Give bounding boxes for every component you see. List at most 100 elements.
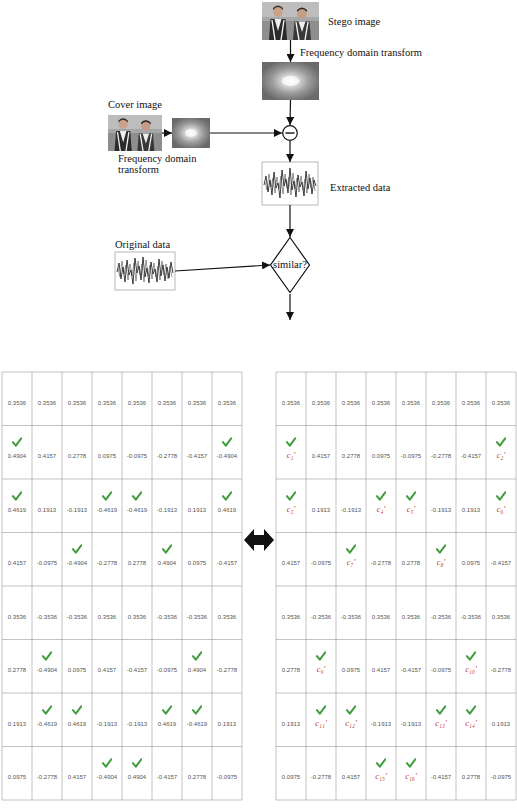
coefficient-symbol: c₁₂' (336, 719, 366, 728)
table-cell: -0.3536 (152, 613, 182, 621)
table-cell: -0.0975 (306, 559, 336, 567)
table-cell: -0.4157 (396, 666, 426, 674)
flow-arrow (175, 265, 270, 271)
table-cell: -0.4619 (92, 506, 122, 514)
table-cell: -0.0975 (152, 666, 182, 674)
table-cell: 0.4904 (122, 773, 152, 781)
minus-symbol (286, 132, 295, 133)
output-arrow (289, 294, 290, 320)
table-cell: -0.3536 (426, 613, 456, 621)
table-cell: 0.3536 (122, 399, 152, 407)
table-cell: -0.1913 (426, 506, 456, 514)
table-cell: -0.2778 (152, 452, 182, 460)
table-cell: 0.2778 (336, 452, 366, 460)
table-cell: 0.4157 (336, 773, 366, 781)
table-cell: 0.4157 (62, 773, 92, 781)
table-cell: 0.3536 (456, 399, 486, 407)
coefficient-symbol: c₄' (366, 505, 396, 514)
coefficient-symbol: c₁₃' (426, 719, 456, 728)
table-cell: -0.4157 (122, 666, 152, 674)
table-cell: -0.4619 (32, 720, 62, 728)
table-cell: 0.1913 (182, 506, 212, 514)
table-cell: 0.3536 (92, 613, 122, 621)
flow-arrow (289, 141, 290, 162)
table-cell: 0.0975 (62, 666, 92, 674)
table-cell: 0.4904 (152, 559, 182, 567)
table-cell: 0.3536 (396, 399, 426, 407)
spectrum-picture (172, 118, 210, 148)
table-cell: -0.4157 (152, 773, 182, 781)
table-cell: 0.0975 (276, 773, 306, 781)
table-cell: 0.3536 (396, 613, 426, 621)
flow-arrow (290, 40, 291, 62)
spectrum-image (172, 118, 210, 148)
coefficient-symbol: c₁₀' (456, 665, 486, 674)
table-cell: 0.0975 (336, 666, 366, 674)
table-cell: 0.4157 (2, 559, 32, 567)
table-cell: 0.3536 (306, 399, 336, 407)
table-cell: 0.0975 (456, 559, 486, 567)
extracted-waveform (262, 162, 318, 205)
flow-arrow (289, 100, 291, 125)
table-cell: 0.4157 (366, 666, 396, 674)
table-cell: -0.4904 (62, 559, 92, 567)
check-marks (13, 438, 505, 766)
coefficient-symbol: c₈' (426, 558, 456, 567)
table-cell: 0.4157 (276, 559, 306, 567)
table-cell: -0.3536 (336, 613, 366, 621)
spectrum-image (262, 62, 319, 100)
table-cell: -0.0975 (32, 559, 62, 567)
table-cell: -0.1913 (336, 506, 366, 514)
table-cell: -0.1913 (396, 720, 426, 728)
table-cell: 0.3536 (62, 399, 92, 407)
table-cell: -0.4619 (122, 506, 152, 514)
table-cell: -0.2778 (486, 666, 516, 674)
table-cell: 0.3536 (2, 399, 32, 407)
table-cell: -0.3536 (456, 613, 486, 621)
table-cell: -0.2778 (32, 773, 62, 781)
circle-outline (282, 125, 298, 141)
coefficient-symbol: c₁' (276, 451, 306, 460)
node-label: similar? (260, 259, 320, 270)
table-cell: -0.0975 (212, 773, 242, 781)
table-grid (2, 372, 242, 800)
coefficient-symbol: c₁₄' (456, 719, 486, 728)
original-waveform (115, 252, 175, 290)
spectrum-picture (262, 62, 319, 100)
flow-arrow (289, 205, 290, 237)
table-cell: -0.4157 (426, 773, 456, 781)
decision-diamond: similar? (270, 237, 310, 293)
table-cell: -0.0975 (486, 773, 516, 781)
table-cell: 0.3536 (486, 613, 516, 621)
coefficient-symbol: c₂' (486, 451, 516, 460)
coefficient-symbol: c₁₆' (396, 772, 426, 781)
table-cell: 0.4157 (32, 452, 62, 460)
subtract-circle (283, 126, 298, 141)
table-cell: 0.3536 (2, 613, 32, 621)
cover-image: Cover image (108, 114, 162, 152)
table-cell: 0.3536 (122, 613, 152, 621)
table-cell: 0.3536 (212, 613, 242, 621)
table-cell: 0.2778 (182, 773, 212, 781)
table-cell: -0.2778 (306, 773, 336, 781)
table-cell: 0.4619 (152, 720, 182, 728)
table-cell: 0.3536 (486, 399, 516, 407)
table-cell: 0.2778 (122, 559, 152, 567)
coefficient-symbol: c₅' (396, 505, 426, 514)
table-cell: 0.3536 (366, 613, 396, 621)
data-plot: Original data (115, 252, 175, 290)
table-cell: 0.4157 (306, 452, 336, 460)
table-cell: 0.0975 (366, 452, 396, 460)
table-cell: 0.1913 (306, 506, 336, 514)
table-cell: -0.2778 (92, 559, 122, 567)
node-label: Stego image (328, 16, 448, 27)
coefficient-symbol: c₁₅' (366, 772, 396, 781)
data-plot: Extracted data (262, 162, 318, 205)
table-cell: 0.3536 (336, 399, 366, 407)
table-cell: 0.0975 (2, 773, 32, 781)
table-cell: 0.1913 (276, 720, 306, 728)
table-cell: -0.3536 (32, 613, 62, 621)
coefficient-symbol: c₁₁' (306, 719, 336, 728)
table-cell: 0.4619 (62, 720, 92, 728)
table-cell: 0.2778 (276, 666, 306, 674)
